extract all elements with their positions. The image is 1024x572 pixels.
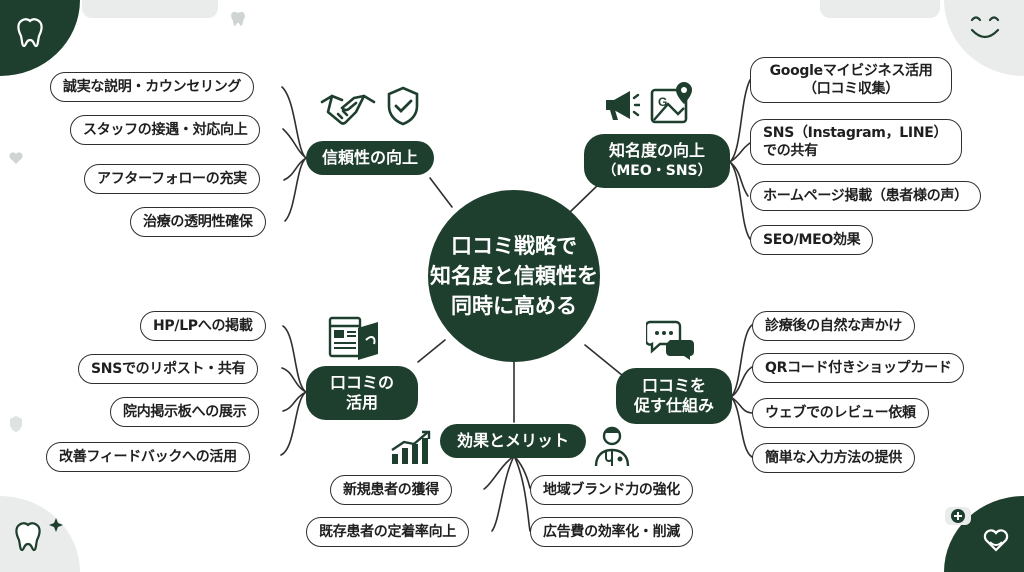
top-left-corner-decoration xyxy=(0,0,80,76)
map-g-icon: G xyxy=(650,82,692,124)
doctor-icon xyxy=(594,426,630,467)
usage-item: SNSでのリポスト・共有 xyxy=(78,354,259,384)
mechanism-item: 診療後の自然な声かけ xyxy=(752,311,915,341)
hub-effects-label: 効果とメリット xyxy=(456,431,569,450)
awareness-item: SEO/MEO効果 xyxy=(750,225,874,255)
top-right-light-bar xyxy=(820,0,940,18)
megaphone-icon xyxy=(606,91,640,120)
awareness-item-line: Googleマイビジネス活用 xyxy=(769,63,933,79)
effects-item: 地域ブランド力の強化 xyxy=(530,475,693,505)
center-topic-circle: 口コミ戦略で 知名度と信頼性を 同時に高める xyxy=(428,190,600,362)
sparkle-icon xyxy=(49,518,63,532)
growth-chart-icon xyxy=(391,430,431,464)
trust-item: アフターフォローの充実 xyxy=(84,164,260,194)
hub-awareness-line-1: 知名度の向上 xyxy=(608,141,705,160)
hub-awareness-line-2: （MEO・SNS） xyxy=(602,163,712,179)
hub-awareness: 知名度の向上 （MEO・SNS） xyxy=(584,134,730,188)
awareness-item: Googleマイビジネス活用 （口コミ収集） xyxy=(750,57,952,103)
hub-mechanism-line-1: 口コミを xyxy=(641,376,706,395)
usage-item: HP/LPへの掲載 xyxy=(140,311,266,341)
trust-item: 治療の透明性確保 xyxy=(130,207,266,237)
hub-trust: 信頼性の向上 xyxy=(306,141,434,175)
center-line-2: 知名度と信頼性を xyxy=(430,264,598,288)
hub-usage-line-1: 口コミの xyxy=(329,373,394,392)
left-heart-icon xyxy=(9,152,23,164)
shield-check-icon xyxy=(387,86,419,126)
left-shield-icon xyxy=(10,416,22,432)
awareness-item: SNS（Instagram，LINE） での共有 xyxy=(750,119,962,165)
hub-trust-label: 信頼性の向上 xyxy=(321,148,418,167)
heart-icon xyxy=(983,529,1009,552)
tooth-icon xyxy=(17,18,43,48)
trust-item: スタッフの接遇・対応向上 xyxy=(70,115,261,145)
effects-item: 広告費の効率化・削減 xyxy=(530,517,693,547)
top-right-corner-decoration xyxy=(944,0,1024,76)
hub-mechanism: 口コミを 促す仕組み xyxy=(616,368,732,424)
mechanism-item: ウェブでのレビュー依頼 xyxy=(752,398,929,428)
usage-item: 院内掲示板への展示 xyxy=(110,397,260,427)
document-icon xyxy=(328,316,378,360)
hub-usage: 口コミの 活用 xyxy=(306,366,418,420)
mechanism-item: 簡単な入力方法の提供 xyxy=(752,443,915,473)
center-line-1: 口コミ戦略で xyxy=(451,234,577,258)
effects-item: 既存患者の定着率向上 xyxy=(306,517,469,547)
awareness-item-line: での共有 xyxy=(763,143,818,159)
top-left-light-bar xyxy=(82,0,218,18)
awareness-item-line: SNS（Instagram，LINE） xyxy=(763,125,948,141)
awareness-item: ホームページ掲載（患者様の声） xyxy=(750,181,981,211)
plus-bubble-icon xyxy=(945,507,971,525)
bottom-right-corner-decoration xyxy=(944,496,1024,572)
center-line-3: 同時に高める xyxy=(451,294,577,318)
tooth-icon xyxy=(15,522,41,552)
trust-item: 誠実な説明・カウンセリング xyxy=(50,72,255,102)
handshake-icon xyxy=(320,94,376,125)
svg-text:G: G xyxy=(658,95,667,109)
effects-item: 新規患者の獲得 xyxy=(330,475,452,505)
hub-effects: 効果とメリット xyxy=(440,424,586,458)
small-tooth-icon xyxy=(231,11,245,26)
smile-icon xyxy=(970,16,1000,39)
bottom-left-corner-decoration xyxy=(0,496,80,572)
mechanism-item: QRコード付きショップカード xyxy=(752,353,965,383)
chat-bubbles-icon xyxy=(646,320,694,360)
awareness-item-line: （口コミ収集） xyxy=(803,81,899,97)
hub-mechanism-line-2: 促す仕組み xyxy=(633,396,714,415)
usage-item: 改善フィードバックへの活用 xyxy=(46,442,250,472)
hub-usage-line-2: 活用 xyxy=(345,393,378,412)
